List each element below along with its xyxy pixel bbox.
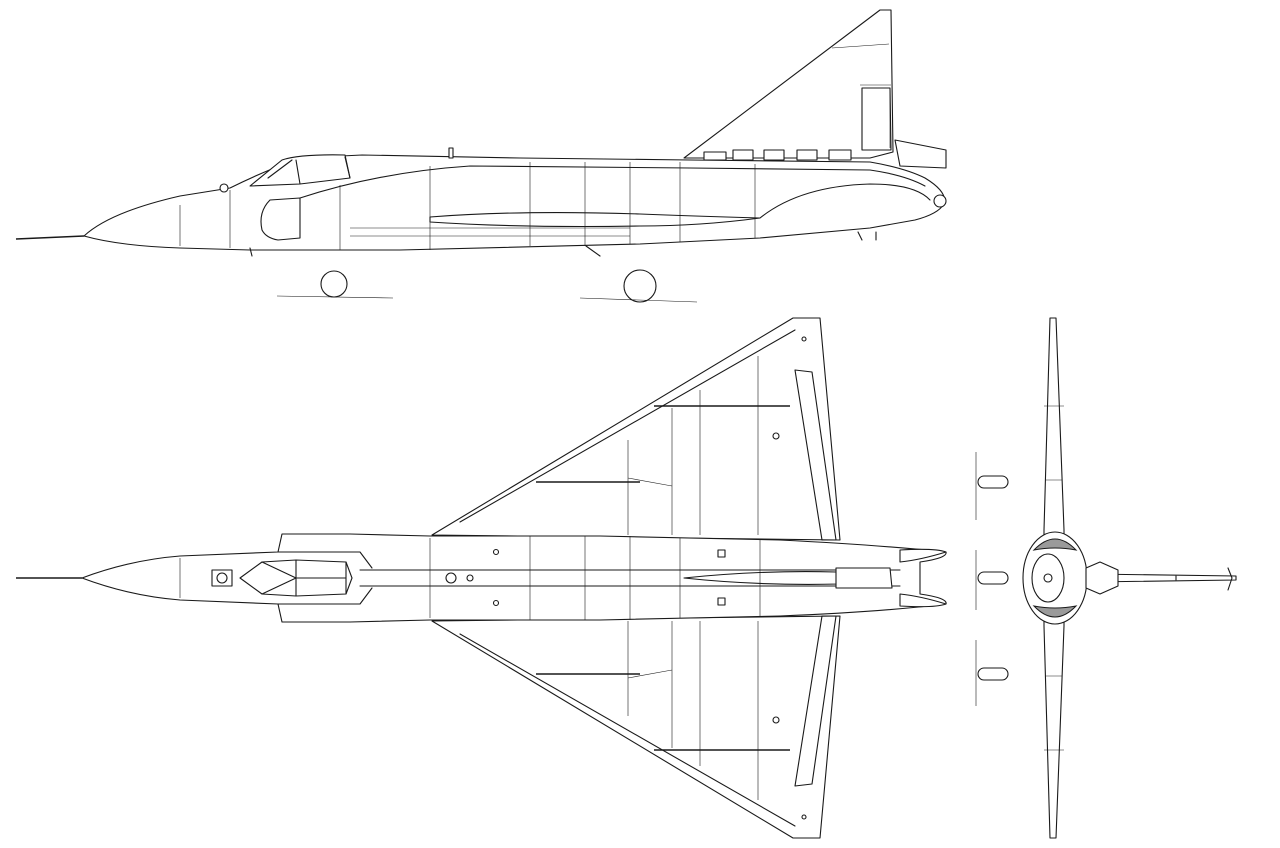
main-gear — [585, 231, 877, 257]
fin-fairing-2 — [732, 149, 754, 161]
main-wheel — [623, 269, 657, 303]
wing-tip-marker-lower — [801, 814, 807, 820]
nose-gear — [249, 247, 253, 257]
nose-marker-box — [211, 569, 233, 587]
front-view — [975, 317, 1237, 839]
elevon-upper — [794, 369, 837, 541]
spine-antenna — [448, 147, 454, 159]
fin-fairing-5 — [828, 149, 852, 161]
top-view — [16, 317, 947, 839]
nose-marker — [216, 572, 228, 584]
fuselage-port-upper — [492, 548, 500, 556]
front-intake-upper — [1032, 538, 1078, 551]
fuselage-panel-lines — [179, 162, 756, 250]
fin-fairing-4 — [796, 149, 818, 161]
nose-wheel — [320, 270, 348, 298]
fin-fairing-3 — [763, 149, 785, 161]
engine-fairing — [759, 183, 931, 219]
ground-line-rear — [579, 297, 698, 303]
wing-panel-lines — [627, 356, 759, 800]
wing-leading-edge-lower — [459, 633, 796, 827]
ground-line-front — [276, 295, 394, 299]
fin-leading-panel — [831, 43, 891, 150]
wing-leading-edge-upper — [459, 329, 796, 523]
spine-port — [466, 574, 474, 582]
side-view — [15, 9, 947, 303]
exhaust-nozzle — [894, 139, 947, 169]
front-intake-lower — [1032, 605, 1078, 618]
pitot-probe — [15, 235, 85, 240]
wing-port-marker-lower — [772, 716, 780, 724]
top-canopy-frame — [261, 559, 347, 597]
fuselage-port-lower — [492, 599, 500, 607]
wing-tip-marker-upper — [801, 336, 807, 342]
rudder — [861, 87, 892, 151]
front-store-middle — [977, 571, 1009, 585]
wing-root-line — [299, 165, 926, 199]
fuselage-hatch-lower — [717, 597, 726, 606]
canopy-frame — [267, 156, 351, 185]
top-fuselage — [81, 533, 947, 623]
fin-fairing-1 — [703, 151, 727, 161]
wing-upper — [431, 317, 841, 541]
antenna-knob — [219, 183, 229, 193]
front-wing-panels — [1044, 405, 1064, 751]
underwing-store — [429, 212, 761, 228]
nozzle-upper — [899, 548, 947, 563]
front-nose-tip — [1043, 573, 1053, 583]
air-intake — [260, 197, 301, 241]
top-fuselage-panel-lines — [179, 536, 761, 620]
front-nose — [1031, 553, 1065, 603]
fuselage-hatch-upper — [717, 549, 726, 558]
wing-port-marker-upper — [772, 432, 780, 440]
wing-lower — [431, 615, 841, 839]
intake-lower — [277, 587, 373, 605]
elevon-lower — [794, 615, 837, 787]
front-store-lower — [977, 667, 1009, 681]
tail-cone — [933, 194, 947, 208]
spine-hatch — [445, 572, 457, 584]
nozzle-lower — [899, 593, 947, 608]
tail-pod — [835, 567, 893, 589]
front-fin-tip — [1175, 567, 1233, 591]
front-canopy — [1085, 561, 1119, 595]
front-store-upper — [977, 475, 1009, 489]
intake-upper — [277, 551, 373, 569]
